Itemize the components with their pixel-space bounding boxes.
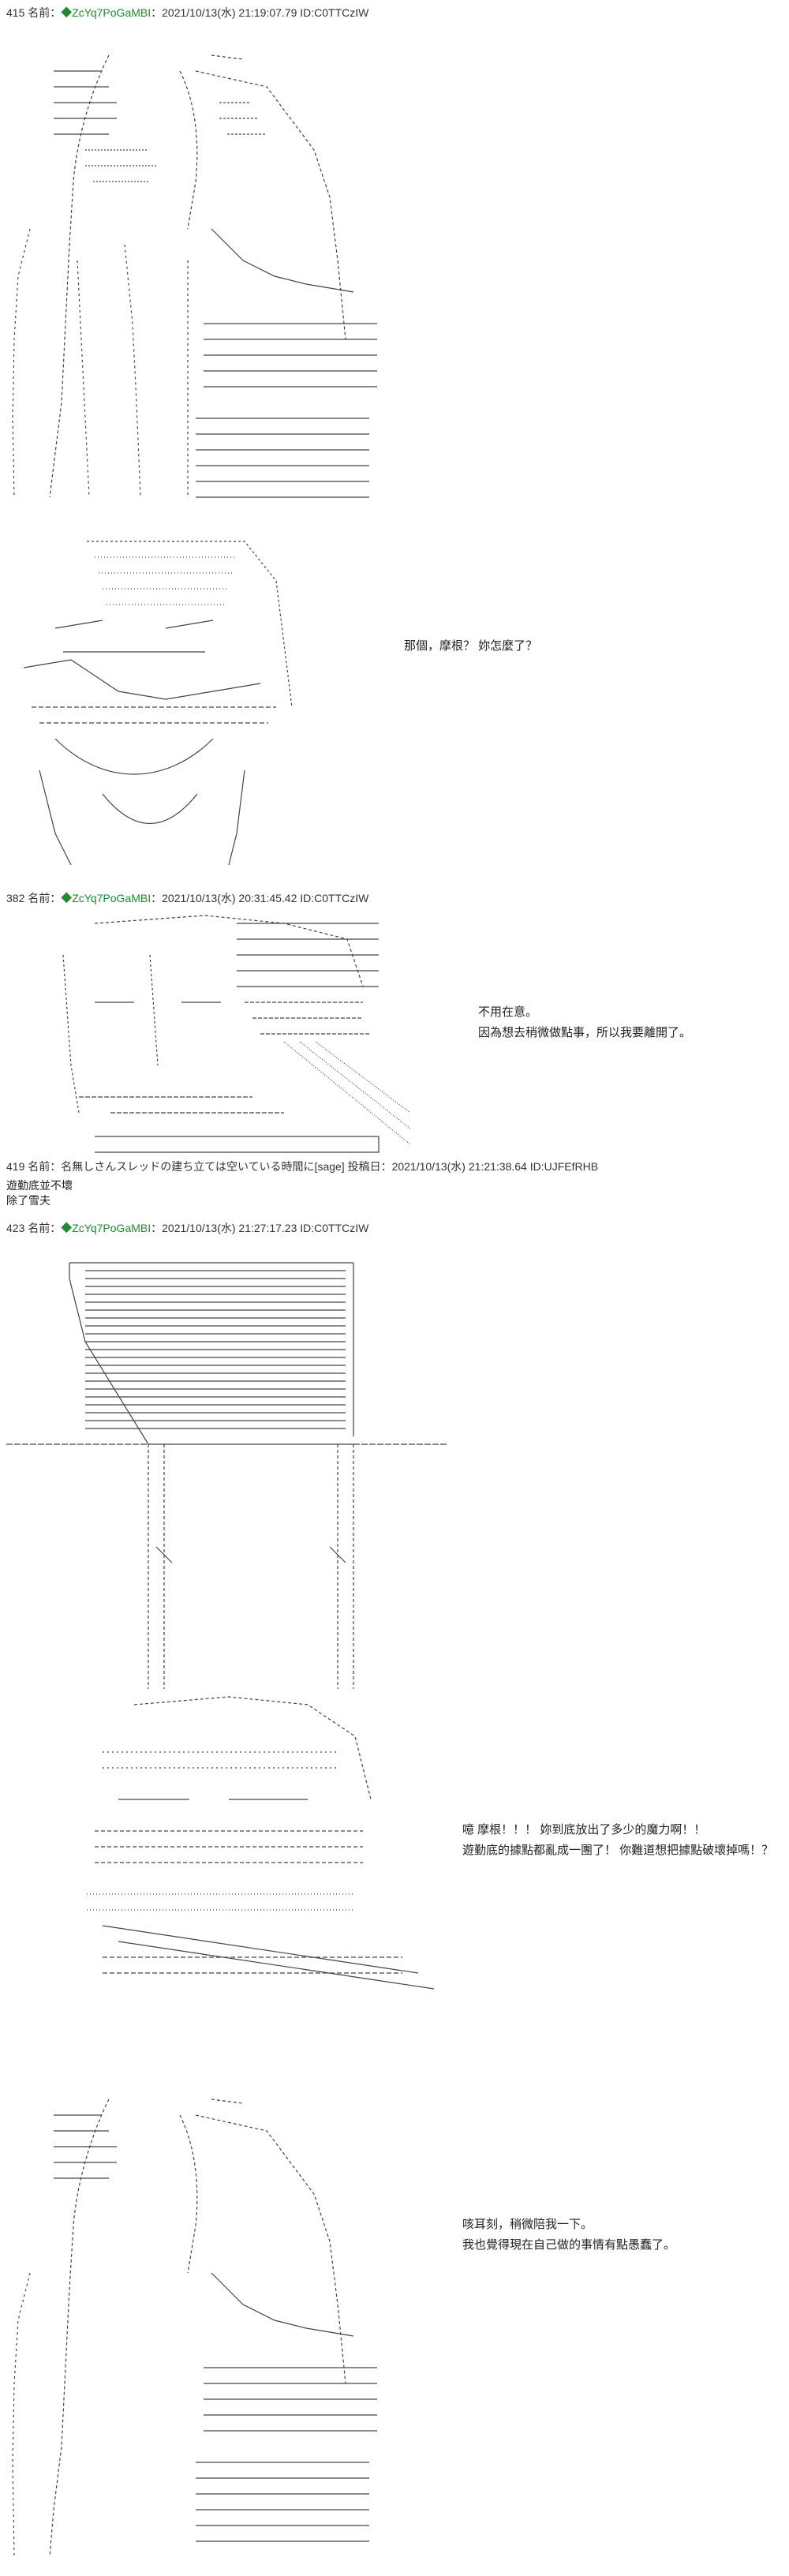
post-body-line: 遊勤底並不壞 [6,1179,73,1192]
dialogue-box-3: 噫 摩根！！！ 妳到底放出了多少的魔力啊！！ 遊勤底的據點都亂成一團了！ 你難道… [462,1820,773,1861]
dialogue-line: 噫 摩根！！！ 妳到底放出了多少的魔力啊！！ [462,1823,706,1837]
ascii-art-panel-1 [6,24,385,505]
ascii-art-panel-5 [71,1689,434,2005]
trip-code[interactable]: ZcYq7PoGaMBI [72,6,151,19]
ascii-art-panel-3 [47,908,410,1160]
post-header-419: 419 名前：名無しさんスレッドの建ち立ては空いている時間に[sage] 投稿日… [6,1159,598,1174]
thread-note: スレッドの建ち立ては空いている時間に[sage] 投稿日： [116,1160,392,1173]
post-id[interactable]: ID:C0TTCzIW [300,892,369,904]
post-number: 415 [6,6,25,19]
ascii-art-panel-4 [6,1247,448,1689]
post-header-423: 423 名前：◆ZcYq7PoGaMBI：2021/10/13(水) 21:27… [6,1222,369,1234]
name-label: 名前： [28,6,62,19]
trip-code[interactable]: ZcYq7PoGaMBI [72,892,151,904]
trip-diamond-icon: ◆ [61,892,73,904]
ascii-art-panel-6 [6,2084,385,2565]
post-body-419: 遊勤底並不壞 除了雪夫 [6,1178,73,1208]
post-id[interactable]: ID:C0TTCzIW [300,6,369,19]
dialogue-box-1: 那個，摩根？ 妳怎麼了？ [404,636,537,657]
name-label: 名前： [28,1222,62,1234]
post-number: 423 [6,1222,25,1234]
post-datetime: 2021/10/13(水) 21:27:17.23 [162,1222,297,1234]
trip-code[interactable]: ZcYq7PoGaMBI [72,1222,151,1234]
dialogue-line: 那個，摩根？ 妳怎麼了？ [404,639,538,653]
post-id[interactable]: ID:UJFEfRHB [529,1160,599,1173]
dialogue-box-4: 咳耳刻，稍微陪我一下。 我也覺得現在自己做的事情有點愚蠢了。 [462,2215,675,2256]
post-body-line: 除了雪夫 [6,1194,50,1207]
post-datetime: 2021/10/13(水) 21:19:07.79 [162,6,297,19]
trip-diamond-icon: ◆ [61,6,73,19]
post-datetime: 2021/10/13(水) 21:21:38.64 [391,1160,527,1173]
name-label: 名前：名無しさん [28,1160,117,1173]
dialogue-line: 咳耳刻，稍微陪我一下。 [462,2218,593,2231]
trip-diamond-icon: ◆ [61,1222,73,1234]
dialogue-line: 我也覺得現在自己做的事情有點愚蠢了。 [462,2238,676,2252]
post-number: 382 [6,892,25,904]
dialogue-line: 不用在意。 [478,1005,538,1019]
dialogue-box-2: 不用在意。 因為想去稍微做點事，所以我要離開了。 [478,1002,691,1043]
dialogue-line: 遊勤底的據點都亂成一團了！ 你難道想把據點破壞掉嗎！？ [462,1844,774,1857]
ascii-art-panel-2 [8,534,323,865]
post-header-415: 415 名前：◆ZcYq7PoGaMBI：2021/10/13(水) 21:19… [6,6,369,19]
post-header-382: 382 名前：◆ZcYq7PoGaMBI：2021/10/13(水) 20:31… [6,892,369,904]
post-datetime: 2021/10/13(水) 20:31:45.42 [162,892,297,904]
name-label: 名前： [28,892,62,904]
post-number: 419 [6,1160,25,1173]
dialogue-line: 因為想去稍微做點事，所以我要離開了。 [478,1026,692,1039]
post-id[interactable]: ID:C0TTCzIW [300,1222,369,1234]
